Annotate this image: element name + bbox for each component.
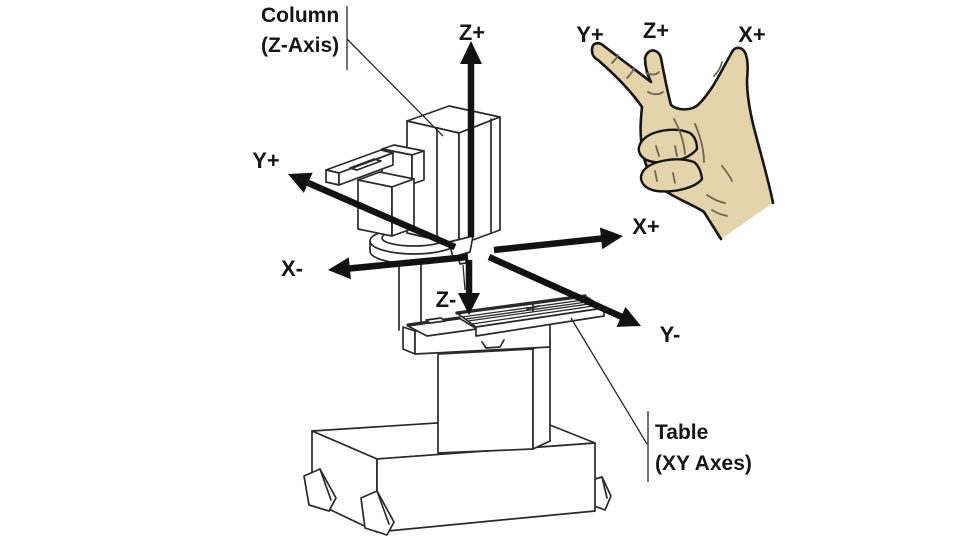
hand-x-plus-label: X+ bbox=[738, 22, 766, 47]
spindle-centerline bbox=[462, 264, 466, 291]
z-plus-head bbox=[460, 41, 482, 64]
saddle-tab bbox=[425, 317, 446, 324]
hand-crease-lines bbox=[611, 54, 733, 217]
y-minus-shaft bbox=[487, 254, 624, 320]
z-plus-arrow bbox=[460, 41, 482, 237]
milling-machine-illustration bbox=[303, 6, 649, 536]
pedestal-right-face bbox=[532, 339, 551, 450]
hand-z-plus-label: Z+ bbox=[643, 18, 669, 43]
wrist-crease-1 bbox=[706, 194, 726, 204]
machine-foot-front-left bbox=[303, 468, 337, 512]
diagram-labels: Column (Z-Axis) Table (XY Axes) Z+ Z- Y+… bbox=[252, 4, 766, 475]
y-plus-head bbox=[288, 172, 313, 193]
foot2-body bbox=[360, 490, 395, 536]
x-plus-shaft bbox=[493, 235, 603, 254]
machine-y-minus-label: Y- bbox=[660, 322, 681, 347]
foot1-edge bbox=[319, 468, 332, 501]
xy-table bbox=[455, 294, 605, 337]
palm-crease-2 bbox=[694, 123, 705, 163]
bracket-plate-notch bbox=[349, 158, 382, 171]
z-minus-arrow bbox=[458, 260, 480, 315]
thumb-crease bbox=[713, 61, 723, 77]
machine-z-minus-label: Z- bbox=[436, 287, 457, 312]
x-minus-arrow bbox=[328, 253, 469, 280]
t-slot-1 bbox=[461, 298, 591, 318]
bracket-plate-end bbox=[325, 169, 340, 186]
machine-y-plus-label: Y+ bbox=[252, 148, 280, 173]
column-leader-line bbox=[346, 38, 444, 137]
head-right-face bbox=[458, 116, 501, 246]
spindle-nose bbox=[448, 235, 474, 258]
pinky-finger-tick-1 bbox=[654, 170, 658, 182]
axis-arrows bbox=[288, 41, 641, 327]
t-slot-3 bbox=[467, 302, 597, 322]
saddle-notch bbox=[481, 339, 505, 349]
palm-crease-3 bbox=[721, 165, 733, 182]
column-callout-line2: (Z-Axis) bbox=[261, 34, 339, 57]
table-leader-line bbox=[570, 317, 648, 445]
machine-x-plus-label: X+ bbox=[632, 214, 660, 239]
curled-pinky-finger bbox=[639, 158, 704, 193]
x-plus-head bbox=[599, 227, 623, 250]
wrist-crease-2 bbox=[711, 209, 728, 217]
right-hand-rule-illustration bbox=[590, 41, 775, 241]
x-minus-shaft bbox=[347, 253, 469, 272]
palm-crease-1 bbox=[673, 118, 686, 155]
foot1-body bbox=[303, 468, 337, 512]
table-front-face bbox=[475, 307, 605, 337]
foot-right-edge bbox=[601, 476, 608, 499]
y-plus-shaft bbox=[304, 179, 457, 250]
ring-finger-tick-2 bbox=[674, 145, 678, 157]
machine-x-minus-label: X- bbox=[281, 256, 303, 281]
callout-lines bbox=[346, 6, 649, 482]
base-front-face bbox=[376, 442, 596, 533]
pedestal-front-face bbox=[437, 348, 534, 454]
y-minus-head bbox=[616, 306, 641, 327]
index-crease-1 bbox=[611, 54, 619, 64]
bracket-back-block-side bbox=[411, 150, 425, 185]
middle-crease-1 bbox=[645, 71, 660, 76]
z-minus-head bbox=[458, 293, 480, 315]
ring-finger-tick-1 bbox=[655, 145, 660, 157]
table-center-mark bbox=[526, 303, 540, 312]
table-back-edge bbox=[455, 294, 587, 315]
machine-z-plus-label: Z+ bbox=[459, 20, 485, 45]
pinky-finger-tick-2 bbox=[672, 172, 676, 184]
index-crease-2 bbox=[626, 67, 635, 79]
table-callout-line2: (XY Axes) bbox=[655, 452, 752, 475]
y-minus-arrow bbox=[487, 254, 641, 327]
t-slot-4 bbox=[471, 304, 601, 325]
x-minus-head bbox=[328, 257, 351, 280]
x-plus-arrow bbox=[493, 227, 623, 254]
column-callout-line1: Column bbox=[261, 4, 339, 27]
machine-foot-front-center bbox=[360, 490, 395, 536]
table-callout-line1: Table bbox=[655, 421, 708, 444]
foot2-edge bbox=[376, 490, 390, 525]
machine-pedestal bbox=[437, 339, 551, 454]
middle-crease-2 bbox=[647, 91, 664, 96]
saddle-left-end bbox=[402, 326, 416, 355]
head-bracket-assembly bbox=[325, 144, 425, 237]
t-slot-2 bbox=[465, 300, 595, 320]
y-plus-arrow bbox=[288, 172, 457, 250]
